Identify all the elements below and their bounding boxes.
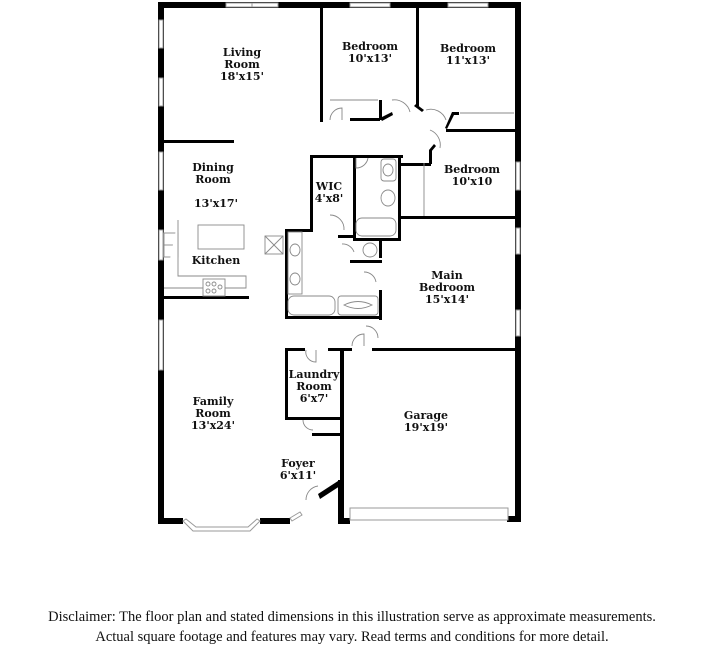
svg-text:Foyer: Foyer (281, 457, 315, 470)
svg-text:Family: Family (193, 395, 234, 408)
svg-text:Room: Room (195, 407, 231, 420)
svg-text:18'x15': 18'x15' (220, 70, 264, 83)
svg-text:Bedroom: Bedroom (444, 163, 500, 176)
room-family-room: Family Room 13'x24' (191, 395, 235, 432)
windows (158, 2, 521, 532)
svg-text:WIC: WIC (315, 180, 342, 193)
floor-plan: Living Room 18'x15' Bedroom 10'x13' Bedr… (158, 2, 521, 532)
svg-text:Dining: Dining (192, 161, 234, 174)
svg-text:13'x24': 13'x24' (191, 419, 235, 432)
svg-text:Bedroom: Bedroom (342, 40, 398, 53)
svg-text:13'x17': 13'x17' (194, 197, 238, 210)
disclaimer-line-1: Disclaimer: The floor plan and stated di… (48, 609, 656, 625)
svg-text:6'x11': 6'x11' (280, 469, 316, 482)
svg-text:Bedroom: Bedroom (419, 281, 475, 294)
fixtures (163, 99, 514, 501)
room-main-bedroom: Main Bedroom 15'x14' (419, 269, 475, 306)
room-dining-room: Dining Room 13'x17' (192, 161, 238, 210)
interior-walls (164, 8, 518, 518)
room-bedroom-3: Bedroom 10'x10 (444, 163, 500, 188)
room-living-room: Living Room 18'x15' (220, 46, 264, 83)
room-labels: Living Room 18'x15' Bedroom 10'x13' Bedr… (191, 40, 500, 482)
svg-text:6'x7': 6'x7' (300, 392, 329, 405)
svg-text:Laundry: Laundry (289, 368, 340, 381)
svg-text:Room: Room (296, 380, 332, 393)
svg-text:Bedroom: Bedroom (440, 42, 496, 55)
svg-text:Main: Main (431, 269, 462, 282)
disclaimer: Disclaimer: The floor plan and stated di… (0, 607, 704, 647)
svg-text:11'x13': 11'x13' (446, 54, 490, 67)
room-garage: Garage 19'x19' (404, 409, 448, 434)
svg-text:15'x14': 15'x14' (425, 293, 469, 306)
svg-text:10'x10: 10'x10 (452, 175, 493, 188)
room-kitchen: Kitchen (192, 254, 241, 267)
room-wic: WIC 4'x8' (315, 180, 344, 205)
room-bedroom-1: Bedroom 10'x13' (342, 40, 398, 65)
svg-text:Room: Room (224, 58, 260, 71)
svg-text:Living: Living (223, 46, 261, 59)
svg-text:19'x19': 19'x19' (404, 421, 448, 434)
svg-text:Room: Room (195, 173, 231, 186)
svg-text:Garage: Garage (404, 409, 448, 422)
room-bedroom-2: Bedroom 11'x13' (440, 42, 496, 67)
room-foyer: Foyer 6'x11' (280, 457, 316, 482)
disclaimer-line-2: Actual square footage and features may v… (95, 629, 609, 645)
svg-text:Kitchen: Kitchen (192, 254, 241, 267)
room-laundry-room: Laundry Room 6'x7' (289, 368, 340, 405)
svg-text:4'x8': 4'x8' (315, 192, 344, 205)
svg-text:10'x13': 10'x13' (348, 52, 392, 65)
